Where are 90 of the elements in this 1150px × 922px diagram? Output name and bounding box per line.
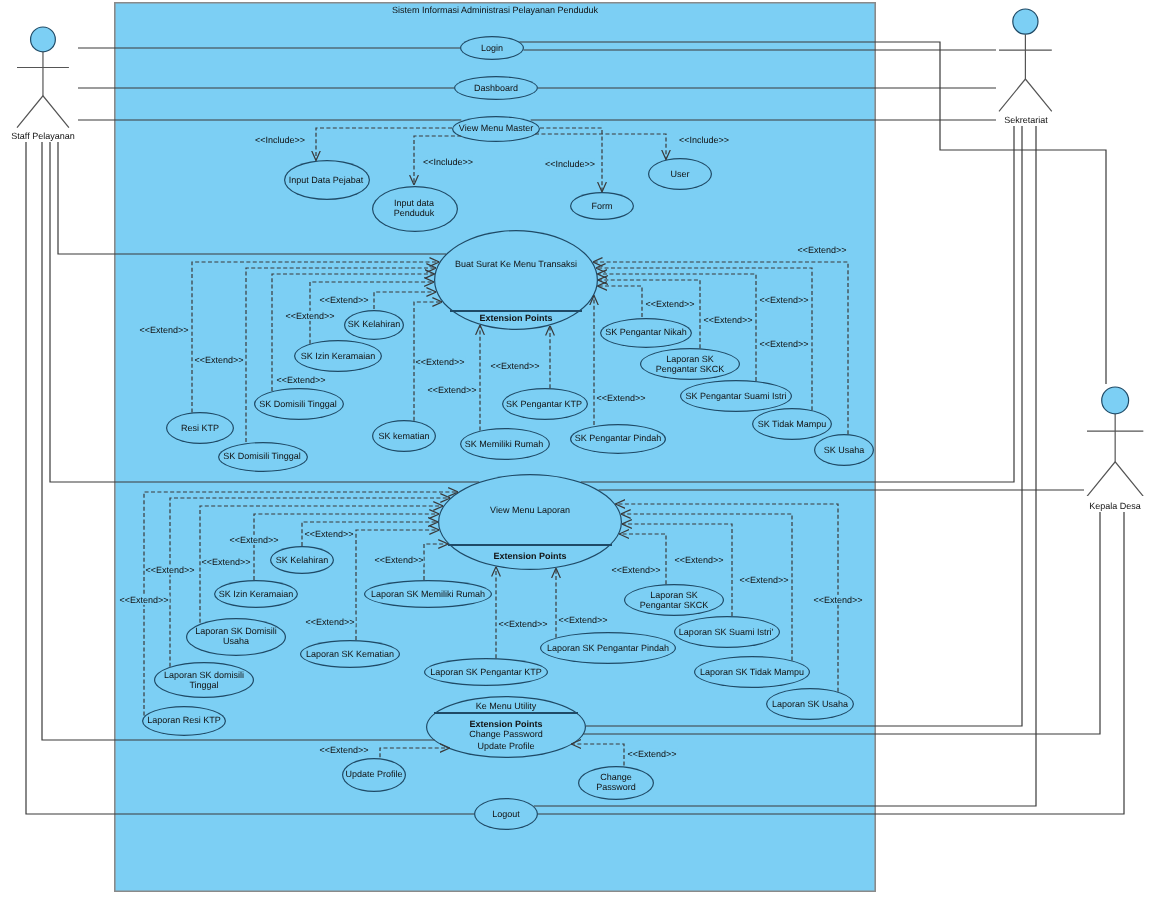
use-case-ellipse — [540, 632, 676, 664]
use-case-ellipse — [474, 798, 538, 830]
association-line — [519, 41, 1107, 385]
use-case-ellipse — [300, 640, 400, 668]
dashed-arrow — [596, 269, 757, 382]
use-case-ellipse — [371, 185, 457, 231]
association-line — [530, 119, 997, 121]
dashed-arrow — [539, 127, 607, 193]
use-case-ellipse — [438, 474, 622, 570]
dashed-arrow — [169, 493, 451, 668]
dashed-arrow — [591, 257, 849, 435]
use-case-ellipse — [570, 423, 666, 453]
dashed-arrow — [301, 517, 439, 547]
use-case-ellipse — [344, 309, 404, 339]
dashed-arrow — [475, 324, 485, 432]
dashed-arrow — [379, 743, 451, 758]
association-line — [57, 141, 447, 255]
use-case-ellipse — [186, 617, 286, 655]
use-case-ellipse — [283, 160, 369, 200]
dashed-arrow — [191, 257, 441, 414]
association-line — [580, 125, 1015, 483]
dashed-arrow — [570, 739, 625, 766]
dashed-arrow — [597, 275, 701, 349]
use-case-ellipse — [624, 584, 724, 616]
association-line — [582, 511, 1101, 735]
dashed-arrow — [245, 263, 437, 443]
association-line — [77, 119, 462, 121]
use-case-ellipse — [217, 441, 307, 471]
dashed-arrow — [309, 277, 435, 345]
use-case-ellipse — [364, 580, 492, 608]
use-case-ellipse — [814, 434, 874, 466]
association-line — [49, 141, 480, 483]
use-case-ellipse — [342, 757, 406, 791]
use-case-ellipse — [570, 192, 634, 220]
use-case-ellipse — [766, 688, 854, 720]
use-case-ellipse — [424, 658, 548, 686]
use-case-ellipse — [214, 580, 298, 608]
use-case-ellipse — [294, 340, 382, 372]
use-case-ellipse — [154, 662, 254, 698]
dashed-arrow — [413, 297, 443, 422]
association-line — [533, 125, 1037, 807]
use-case-ellipse — [426, 695, 586, 757]
dashed-arrow — [589, 294, 599, 426]
dashed-arrow — [143, 487, 459, 717]
dashed-arrow — [311, 127, 453, 162]
use-case-ellipse — [680, 380, 792, 412]
association-line — [585, 125, 1023, 727]
use-case-ellipse — [459, 428, 549, 460]
use-case-ellipse — [600, 317, 692, 347]
dashed-arrow — [534, 133, 671, 161]
dashed-arrow — [373, 287, 437, 310]
use-case-ellipse — [460, 36, 524, 60]
use-case-ellipse — [454, 76, 538, 100]
dashed-arrow — [620, 509, 793, 661]
dashed-arrow — [409, 135, 462, 186]
use-case-ellipse — [452, 115, 540, 141]
use-case-ellipse — [752, 408, 832, 440]
dashed-arrow — [621, 519, 733, 617]
use-case-ellipse — [270, 546, 334, 574]
dashed-arrow — [551, 567, 561, 639]
dashed-arrow — [253, 509, 440, 581]
use-case-ellipse — [372, 420, 436, 452]
association-line — [77, 47, 461, 49]
association-line — [25, 141, 475, 815]
use-case-ellipse — [673, 616, 779, 648]
association-line — [41, 141, 436, 741]
use-case-ellipse — [648, 158, 712, 190]
dashed-arrow — [271, 269, 436, 392]
dashed-arrow — [596, 281, 643, 318]
dashed-arrow — [545, 324, 555, 389]
use-case-ellipse — [501, 388, 587, 420]
dashed-arrow — [595, 263, 813, 411]
association-line — [77, 87, 455, 89]
use-case-ellipse — [142, 705, 226, 735]
use-case-ellipse — [694, 656, 810, 688]
dashed-arrow — [618, 529, 667, 585]
dashed-arrow — [423, 539, 449, 581]
use-case-ellipse — [166, 412, 234, 444]
association-line — [522, 49, 997, 51]
dashed-arrow — [355, 525, 440, 641]
use-case-ellipse — [253, 388, 343, 420]
dashed-arrow — [491, 566, 501, 659]
use-case-ellipse — [434, 230, 598, 330]
association-line — [537, 87, 997, 89]
dashed-arrow — [614, 499, 839, 693]
use-case-ellipse — [578, 765, 654, 799]
dashed-arrow — [199, 501, 444, 624]
use-case-ellipse — [640, 348, 740, 380]
association-line — [597, 489, 1085, 491]
association-line — [537, 511, 1125, 815]
